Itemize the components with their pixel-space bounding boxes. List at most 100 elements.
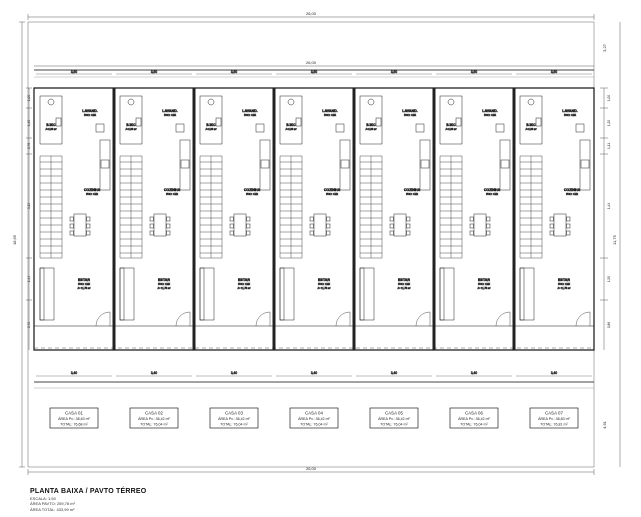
stove-icon: [500, 159, 510, 169]
lavand-sub-label: PISO: CER: [324, 114, 336, 117]
overall-depth-label: 18,65: [12, 234, 17, 245]
house-area-pv: ÁREA Pv.: 36,42 m²: [138, 417, 170, 421]
top-dimension: [27, 14, 595, 67]
lavand-label: LAVAND.: [162, 109, 177, 113]
building-outline: [33, 87, 595, 351]
sofa-back: [359, 267, 365, 321]
estar-sub-label: PISO: CER: [318, 283, 330, 286]
house-area-pv: ÁREA Pv.: 36,42 m²: [298, 417, 330, 421]
toilet-icon: [527, 98, 535, 106]
sink-icon: [535, 117, 542, 127]
sofa: [519, 267, 535, 321]
sofa-back: [119, 267, 125, 321]
bwc-sub-label: A=2,80 m²: [445, 128, 456, 131]
kitchen-counter: [419, 139, 431, 191]
kitchen-counter: [579, 139, 591, 191]
unit-width-bottom-label: 3,40: [151, 371, 157, 375]
toilet-icon: [447, 98, 455, 106]
stove-icon: [260, 159, 270, 169]
house-name: CASA 03: [225, 411, 243, 416]
stove-icon: [580, 159, 590, 169]
right-total-label: 11,75: [612, 234, 617, 244]
party-wall: [192, 88, 196, 350]
overall-width-label: 26,00: [306, 11, 317, 16]
estar-area-label: A= 11,75 m²: [158, 287, 171, 290]
door-swing: [575, 311, 591, 327]
door-swing: [415, 311, 431, 327]
estar-label: ESTAR: [318, 278, 330, 282]
staircase: [199, 155, 223, 259]
cozinha-label: COZINHA: [84, 188, 101, 192]
dining-table: [549, 213, 571, 237]
left-dimension-line: [19, 21, 25, 468]
toilet-icon: [367, 98, 375, 106]
right-seg-label: 1,11: [607, 143, 611, 149]
door-swing: [95, 311, 111, 327]
toilet-icon: [127, 98, 135, 106]
cozinha-sub-label: PISO: CER: [406, 193, 418, 196]
bathroom: [199, 95, 223, 145]
dining-table: [389, 213, 411, 237]
house-name: CASA 05: [385, 411, 403, 416]
sink-icon: [375, 117, 382, 127]
party-wall: [352, 88, 356, 350]
estar-sub-label: PISO: CER: [78, 283, 90, 286]
estar-area-label: A= 11,75 m²: [558, 287, 571, 290]
lavand-sub-label: PISO: CER: [564, 114, 576, 117]
lavand-label: LAVAND.: [322, 109, 337, 113]
laundry-sink: [255, 123, 265, 133]
house-name: CASA 01: [65, 411, 83, 416]
drawing-title: PLANTA BAIXA / PAVTO TÉRREO: [30, 488, 147, 495]
stove-icon: [340, 159, 350, 169]
right-seg-label: 1,00: [607, 95, 611, 101]
unit-width-label: 3,50: [551, 70, 557, 74]
house-area-pv: ÁREA Pv.: 36,42 m²: [378, 417, 410, 421]
bathroom: [519, 95, 543, 145]
staircase: [359, 155, 383, 259]
house-total-area: TOTAL: 76,04 m²: [380, 423, 408, 427]
dining-table: [469, 213, 491, 237]
right-seg-label: 1,44: [607, 203, 611, 209]
bathroom: [279, 95, 303, 145]
house-name: CASA 06: [465, 411, 483, 416]
sofa: [199, 267, 215, 321]
stove-icon: [420, 159, 430, 169]
laundry-sink: [95, 123, 105, 133]
estar-area-label: A= 11,75 m²: [78, 287, 91, 290]
bwc-label: B.W.C: [446, 123, 456, 127]
drawing-scale: ESCALA: 1:50: [30, 496, 56, 501]
area-total: ÁREA TOTAL: 433,99 m²: [30, 506, 75, 512]
unit-width-label: 3,50: [471, 70, 477, 74]
unit-width-bottom-label: 3,40: [71, 371, 77, 375]
right-seg-label: 1,50: [607, 276, 611, 282]
bwc-sub-label: A=2,80 m²: [125, 128, 136, 131]
lavand-label: LAVAND.: [242, 109, 257, 113]
sofa: [39, 267, 55, 321]
door-swing: [255, 311, 271, 327]
estar-sub-label: PISO: CER: [398, 283, 410, 286]
estar-sub-label: PISO: CER: [558, 283, 570, 286]
bwc-sub-label: A=2,80 m²: [45, 128, 56, 131]
title-block: PLANTA BAIXA / PAVTO TÉRREO ESCALA: 1:50…: [30, 488, 290, 512]
stove-icon: [100, 159, 110, 169]
site-outline: [27, 21, 595, 468]
right-seg-label: 0,86: [607, 322, 611, 328]
kitchen-counter: [99, 139, 111, 191]
house-total-area: TOTAL: 76,04 m²: [220, 423, 248, 427]
lavand-label: LAVAND.: [482, 109, 497, 113]
staircase: [519, 155, 543, 259]
bottom-setback-label: 4,61: [602, 420, 607, 429]
lavand-sub-label: PISO: CER: [244, 114, 256, 117]
sink-icon: [135, 117, 142, 127]
kitchen-counter: [179, 139, 191, 191]
house-total-area: TOTAL: 76,04 m²: [140, 423, 168, 427]
cozinha-sub-label: PISO: CER: [86, 193, 98, 196]
unit-width-bottom-label: 3,40: [391, 371, 397, 375]
